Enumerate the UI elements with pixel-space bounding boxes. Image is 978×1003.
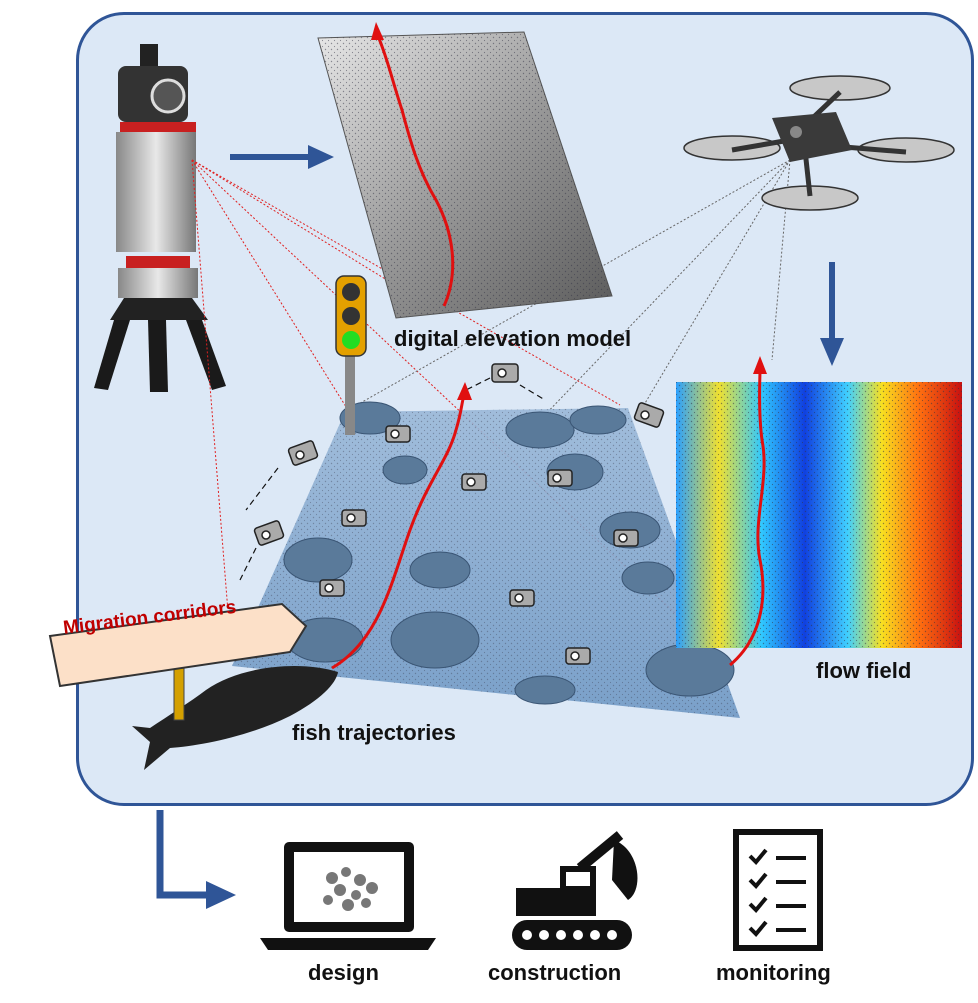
flow-trajectory	[729, 369, 766, 667]
tag-icon	[633, 402, 665, 428]
tag-icon	[461, 473, 487, 491]
fish-trajectories-label: fish trajectories	[292, 720, 456, 745]
tag-icon	[319, 579, 345, 597]
dem-label: digital elevation model	[394, 326, 632, 351]
arrow-drone-to-flow	[820, 262, 844, 366]
laser-scanner-icon	[94, 44, 226, 392]
laptop-icon	[260, 842, 436, 950]
flow-field	[676, 356, 962, 667]
fish-trajectory	[331, 382, 472, 670]
excavator-icon	[512, 831, 638, 950]
digital-elevation-model	[317, 22, 613, 319]
dem-trajectory	[376, 35, 455, 307]
construction-label: construction	[488, 960, 622, 985]
fish-tags	[253, 363, 665, 665]
tag-icon	[385, 425, 411, 443]
traffic-light-icon	[335, 275, 367, 435]
tag-icon	[509, 589, 535, 607]
drone-icon	[683, 75, 955, 211]
monitoring-label: monitoring	[716, 960, 831, 985]
arrow-to-applications	[156, 810, 236, 909]
tag-icon	[253, 520, 285, 546]
tag-icon	[547, 469, 573, 487]
fish-icon	[132, 666, 338, 770]
migration-corridors-sign	[48, 602, 308, 721]
tag-icon	[341, 509, 367, 527]
tag-icon	[565, 647, 591, 665]
flow-field-label: flow field	[816, 658, 912, 683]
tag-icon	[287, 440, 319, 466]
design-label: design	[308, 960, 379, 985]
river-bed	[232, 401, 740, 718]
tag-links	[239, 377, 546, 581]
checklist-icon	[733, 829, 823, 951]
tag-icon	[491, 363, 519, 383]
arrow-scanner-to-dem	[230, 145, 334, 169]
tag-icon	[613, 529, 639, 547]
